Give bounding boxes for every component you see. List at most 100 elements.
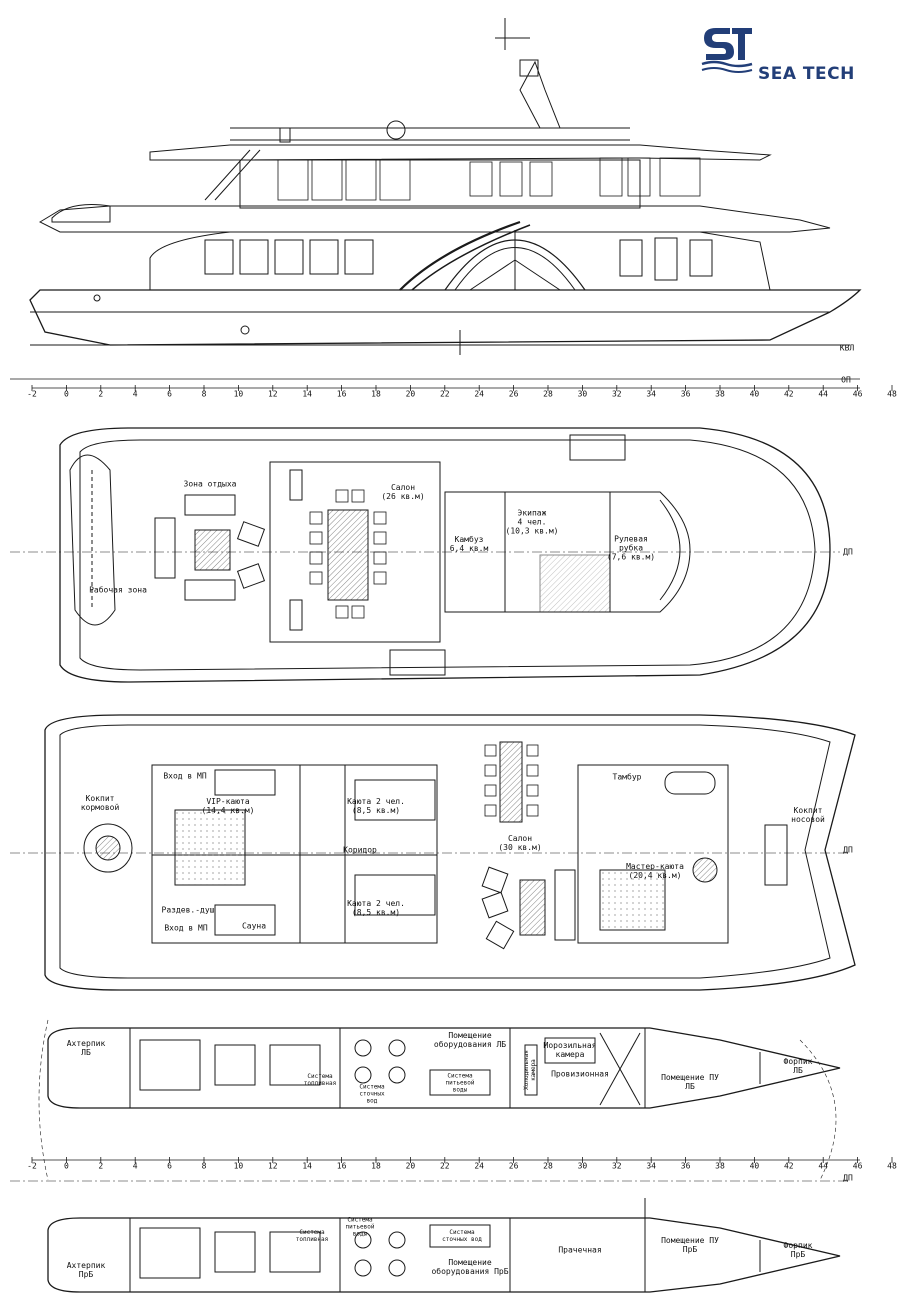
upper-deck-plan — [10, 427, 840, 683]
frame-number: 0 — [63, 1161, 69, 1171]
main-deck-plan — [10, 714, 856, 991]
room-sauna: Сауна — [241, 921, 267, 931]
frame-number: 4 — [132, 1161, 138, 1171]
frame-number: 12 — [267, 389, 278, 399]
room-aft-cockpit: Кокпит кормовой — [80, 794, 120, 812]
frame-number: 24 — [474, 1161, 485, 1171]
room-cabin-2-top: Каюта 2 чел. (8,5 кв.м) — [347, 797, 405, 815]
frame-number: 32 — [611, 389, 622, 399]
frame-number: 26 — [508, 389, 519, 399]
frame-number: 30 — [577, 389, 588, 399]
stbd-fuel-system: Система топливная — [295, 1229, 329, 1243]
frame-number: 2 — [98, 389, 104, 399]
room-stbd-forepeak: Форпик ПрБ — [783, 1241, 813, 1259]
frame-number: 24 — [474, 389, 485, 399]
room-entry-mp-bottom: Вход в МП — [164, 923, 208, 933]
frame-number: -2 — [27, 1161, 37, 1171]
frame-number: 10 — [233, 1161, 244, 1171]
port-cold-room: Холодильная камера — [523, 1050, 537, 1090]
room-port-afterpeak: Ахтерпик ЛБ — [66, 1039, 106, 1057]
room-rest-zone: Зона отдыха — [183, 479, 237, 489]
frame-number: 14 — [302, 389, 313, 399]
frame-number: 8 — [201, 389, 207, 399]
frame-number: 20 — [405, 389, 416, 399]
sea-tech-logo: SEA TECH — [700, 24, 870, 86]
port-sewage-system: Система сточных вод — [359, 1083, 385, 1105]
frame-number: 22 — [439, 389, 450, 399]
room-vip-cabin: VIP-каюта (14,4 кв.м) — [201, 797, 255, 815]
frame-number: -2 — [27, 389, 37, 399]
room-upper-salon: Салон (26 кв.м) — [381, 483, 425, 501]
frame-number: 42 — [783, 1161, 794, 1171]
frame-number: 32 — [611, 1161, 622, 1171]
frame-scale-tick-marks — [31, 385, 893, 1163]
frame-number: 38 — [715, 1161, 725, 1171]
frame-number: 8 — [201, 1161, 207, 1171]
waterline-label: КВЛ — [839, 343, 855, 353]
frame-number: 4 — [132, 389, 138, 399]
brand-name: SEA TECH — [758, 64, 855, 84]
room-stbd-thruster: Помещение ПУ ПрБ — [661, 1236, 719, 1254]
frame-number: 6 — [167, 389, 173, 399]
frame-number: 16 — [336, 1161, 347, 1171]
frame-number: 16 — [336, 389, 347, 399]
port-fuel-system: Система топливная — [303, 1073, 337, 1087]
frame-number: 12 — [267, 1161, 278, 1171]
stbd-water-system: Система питьевой воды — [345, 1216, 375, 1238]
room-cabin-2-bottom: Каюта 2 чел. (8,5 кв.м) — [347, 899, 405, 917]
frame-number: 44 — [818, 1161, 829, 1171]
frame-number: 42 — [783, 389, 794, 399]
room-bow-cockpit: Кокпит носовой — [791, 806, 825, 824]
lower-hull-port-plan — [38, 1019, 841, 1181]
frame-number: 38 — [715, 389, 725, 399]
frame-number: 14 — [302, 1161, 313, 1171]
room-main-salon: Салон (30 кв.м) — [498, 834, 542, 852]
port-water-system: Система питьевой воды — [445, 1072, 475, 1094]
frame-number: 48 — [887, 389, 897, 399]
frame-number: 46 — [852, 1161, 863, 1171]
frame-number: 10 — [233, 389, 244, 399]
side-profile — [10, 18, 862, 380]
frame-number: 22 — [439, 1161, 450, 1171]
frame-number: 34 — [646, 389, 657, 399]
room-port-thruster: Помещение ПУ ЛБ — [661, 1073, 719, 1091]
centerline-label-upper: ДП — [843, 547, 853, 557]
centerline-label-lower: ДП — [843, 1173, 853, 1183]
baseline-label: ОП — [841, 375, 851, 385]
frame-number: 34 — [646, 1161, 657, 1171]
frame-number: 28 — [543, 389, 553, 399]
room-crew: Экипаж 4 чел. (10,3 кв.м) — [505, 508, 559, 536]
centerline-label-main: ДП — [843, 845, 853, 855]
frame-number: 20 — [405, 1161, 416, 1171]
frame-number: 18 — [371, 389, 381, 399]
room-changing-showers: Раздев.-душ — [161, 905, 215, 915]
frame-number: 28 — [543, 1161, 553, 1171]
frame-number: 36 — [680, 1161, 691, 1171]
frame-number: 30 — [577, 1161, 588, 1171]
room-vestibule: Тамбур — [612, 772, 642, 782]
room-corridor: Коридор — [343, 845, 377, 855]
room-entry-mp-top: Вход в МП — [163, 771, 207, 781]
room-stbd-equipment: Помещение оборудования ПрБ — [431, 1258, 509, 1276]
room-port-forepeak: Форпик ЛБ — [783, 1057, 813, 1075]
room-stbd-laundry: Прачечная — [558, 1245, 602, 1255]
room-port-equipment: Помещение оборудования ЛБ — [433, 1031, 507, 1049]
room-work-zone: Рабочая зона — [89, 585, 147, 595]
frame-number: 6 — [167, 1161, 173, 1171]
st-monogram-icon — [701, 28, 753, 73]
frame-number: 2 — [98, 1161, 104, 1171]
frame-number: 26 — [508, 1161, 519, 1171]
frame-number: 40 — [749, 389, 760, 399]
frame-number: 0 — [63, 389, 69, 399]
room-port-pantry: Провизионная — [551, 1069, 609, 1079]
frame-number: 18 — [371, 1161, 381, 1171]
room-master-cabin: Мастер-каюта (20,4 кв.м) — [626, 862, 684, 880]
room-stbd-afterpeak: Ахтерпик ПрБ — [66, 1261, 106, 1279]
frame-number: 36 — [680, 389, 691, 399]
room-wheelhouse: Рулевая рубка (7,6 кв.м) — [606, 534, 656, 562]
stbd-sewage-system: Система сточных вод — [442, 1229, 482, 1243]
lower-hull-starboard-plan — [10, 1180, 850, 1293]
frame-number: 48 — [887, 1161, 897, 1171]
frame-number: 44 — [818, 389, 829, 399]
